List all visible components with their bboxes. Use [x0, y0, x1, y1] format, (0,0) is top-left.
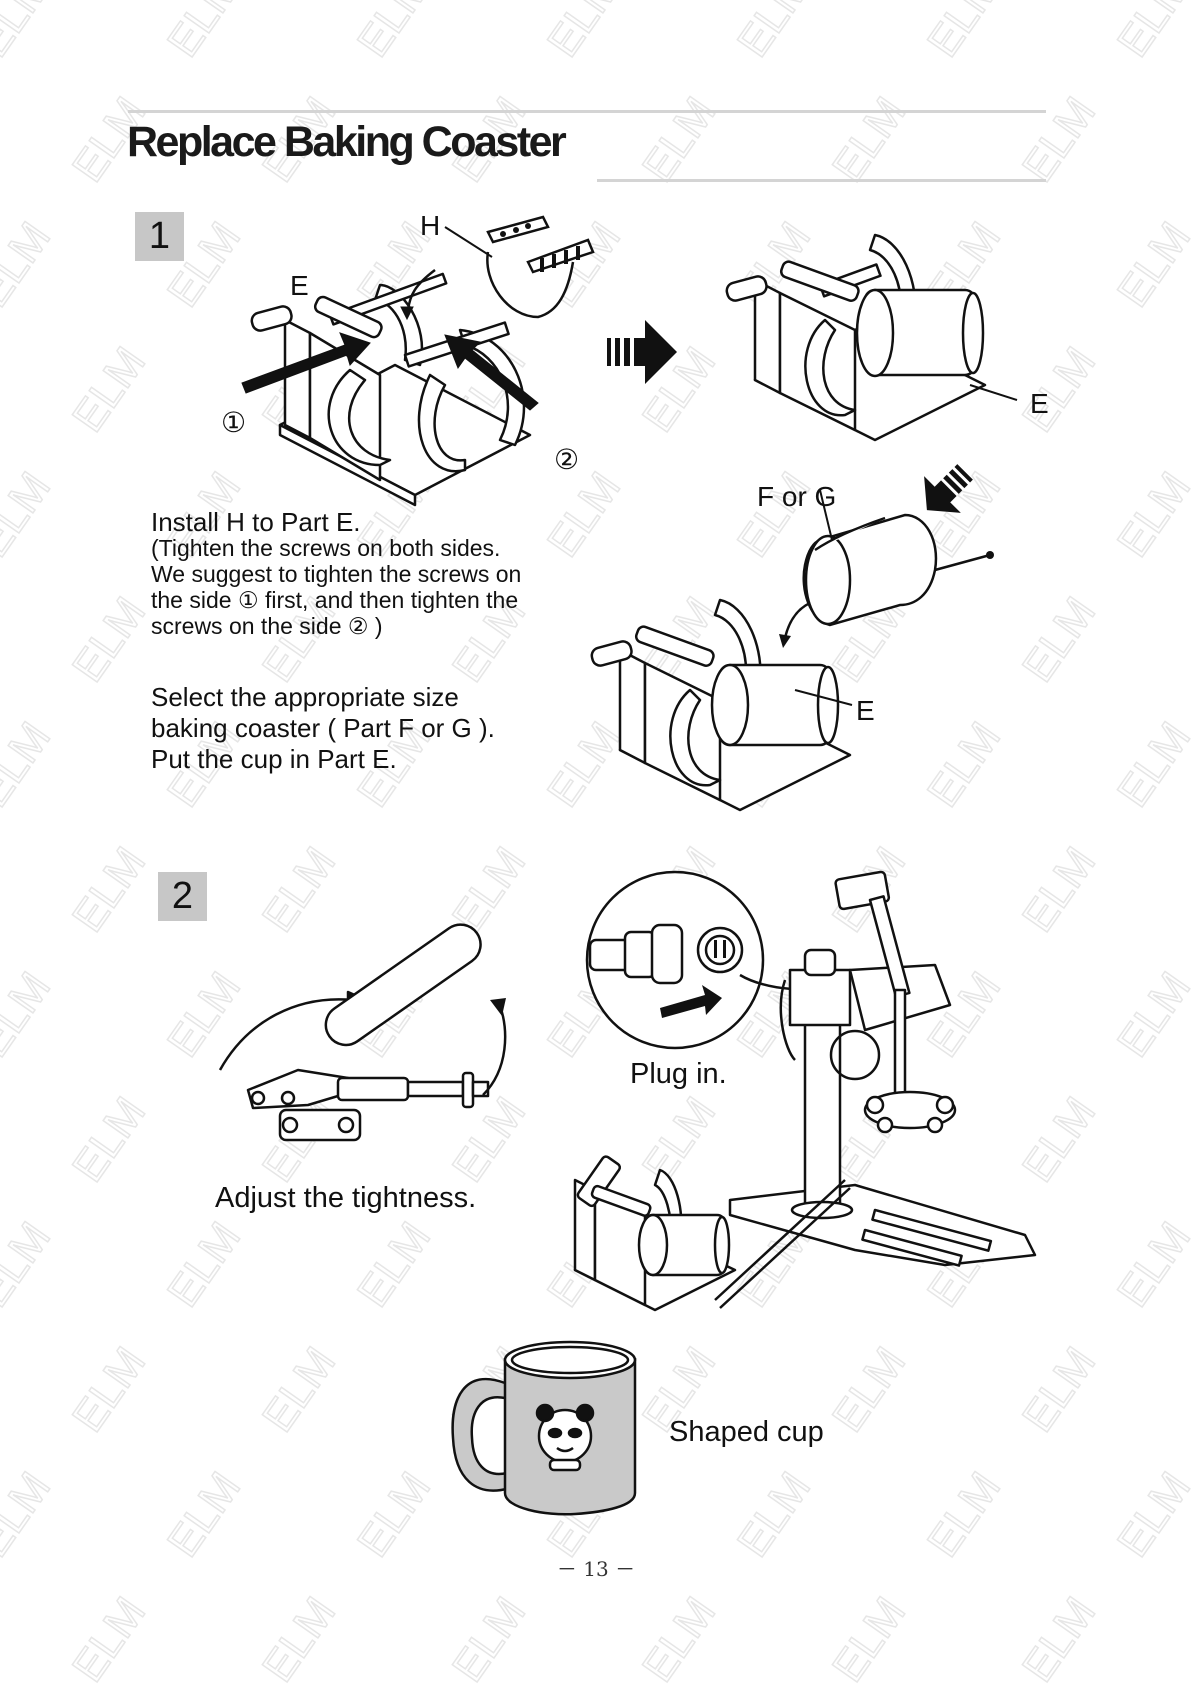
watermark-text: ELM [1108, 464, 1192, 566]
watermark-text: ELM [0, 964, 60, 1066]
watermark-text: ELM [0, 0, 60, 66]
watermark-text: ELM [918, 0, 1010, 66]
watermark-text: ELM [0, 1464, 60, 1566]
watermark-text: ELM [0, 214, 60, 316]
striped-arrow-right [607, 320, 677, 384]
holder-e-with-h-illustration [241, 269, 539, 507]
watermark-text: ELM [1013, 1589, 1105, 1685]
shaped-cup-illustration [451, 1340, 637, 1516]
watermark-text: ELM [253, 839, 345, 941]
watermark-text: ELM [1108, 714, 1192, 816]
watermark-text: ELM [1013, 89, 1105, 191]
watermark-text: ELM [0, 714, 60, 816]
striped-arrow-down-left [924, 464, 973, 513]
watermark-text: ELM [0, 464, 60, 566]
watermark-text: ELM [728, 0, 820, 66]
holder-with-coaster-illustration [725, 233, 1018, 442]
watermark-text: ELM [63, 839, 155, 941]
coaster-f-or-g-illustration [802, 489, 994, 627]
watermark-text: ELM [918, 1464, 1010, 1566]
step-2-badge: 2 [158, 872, 207, 921]
watermark-text: ELM [1108, 1464, 1192, 1566]
page-title: Replace Baking Coaster [127, 118, 567, 166]
watermark-text: ELM [1108, 214, 1192, 316]
watermark-text: ELM [633, 89, 725, 191]
watermark-text: ELM [728, 1464, 820, 1566]
plug-in-caption: Plug in. [630, 1058, 727, 1090]
watermark-text: ELM [1013, 339, 1105, 441]
watermark-text: ELM [1108, 0, 1192, 66]
shaped-cup-caption: Shaped cup [669, 1416, 824, 1448]
label-circle-2: ② [554, 444, 580, 475]
watermark-text: ELM [1013, 1339, 1105, 1441]
watermark-text: ELM [1108, 1214, 1192, 1316]
watermark-text: ELM [1013, 589, 1105, 691]
watermark-text: ELM [158, 0, 250, 66]
label-circle-1: ① [221, 407, 247, 438]
curved-arrow-to-holder [779, 601, 811, 648]
watermark-text: ELM [63, 339, 155, 441]
label-e-bottom: E [856, 695, 875, 726]
watermark-text: ELM [443, 1589, 535, 1685]
watermark-text: ELM [538, 0, 630, 66]
watermark-text: ELM [158, 1214, 250, 1316]
label-h: H [420, 210, 441, 241]
plug-connector-zoom-illustration [585, 870, 765, 1050]
watermark-text: ELM [823, 89, 915, 191]
watermark-text: ELM [63, 1589, 155, 1685]
watermark-text: ELM [633, 1589, 725, 1685]
watermark-text: ELM [253, 1339, 345, 1441]
watermark-text: ELM [158, 1464, 250, 1566]
watermark-text: ELM [918, 714, 1010, 816]
part-h-illustration [486, 215, 595, 319]
adjust-tightness-caption: Adjust the tightness. [215, 1182, 477, 1214]
watermark-text: ELM [348, 0, 440, 66]
install-title: Install H to Part E. [151, 507, 361, 537]
watermark-text: ELM [1108, 964, 1192, 1066]
holder-e-bottom-illustration [590, 598, 853, 812]
heat-press-machine-illustration [714, 870, 1037, 1309]
holder-connected-illustration [573, 1155, 737, 1312]
watermark-text: ELM [348, 1214, 440, 1316]
label-e-left: E [290, 270, 309, 301]
page-number: － 13 － [556, 1557, 636, 1581]
watermark-text: ELM [0, 1214, 60, 1316]
select-coaster-text: Select the appropriate size baking coast… [151, 682, 495, 774]
install-detail: (Tighten the screws on both sides. We su… [151, 535, 522, 639]
label-e-right: E [1030, 388, 1049, 419]
bottom-title-rule [597, 179, 1046, 182]
watermark-text: ELM [63, 1339, 155, 1441]
clamp-handle-illustration [218, 923, 507, 1142]
top-rule [128, 110, 1046, 113]
watermark-text: ELM [823, 1339, 915, 1441]
h-leader-line [444, 226, 493, 258]
watermark-text: ELM [253, 1589, 345, 1685]
watermark-text: ELM [348, 1464, 440, 1566]
watermark-text: ELM [63, 1089, 155, 1191]
step-1-badge: 1 [135, 212, 184, 261]
watermark-text: ELM [823, 1589, 915, 1685]
watermark-text: ELM [63, 589, 155, 691]
